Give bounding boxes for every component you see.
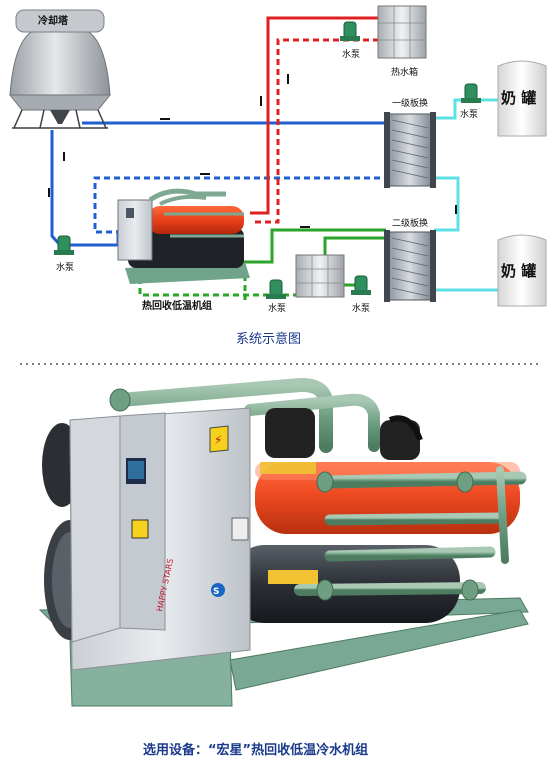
svg-text:⚡: ⚡: [214, 433, 222, 447]
milk-tank-label-2: 奶 罐: [501, 262, 536, 280]
pump-label-1: 水泵: [56, 261, 74, 273]
cooling-tower: [8, 9, 112, 129]
hot-water-pipes: [250, 16, 378, 224]
pump-icon: [351, 275, 371, 295]
hot-water-tank: [377, 5, 427, 59]
pump-label-3: 水泵: [460, 108, 478, 120]
caption-brand: “宏星”: [208, 742, 251, 758]
milk-tank-label-1: 奶 罐: [501, 89, 536, 107]
chiller-unit-small: [117, 188, 250, 284]
diagram-caption: 系统示意图: [236, 331, 301, 347]
svg-text:选用设备：“宏星”热回收低温冷水机组: 选用设备：“宏星”热回收低温冷水机组: [143, 742, 368, 758]
pump-icon: [54, 235, 74, 255]
milk-tank-2: [497, 234, 547, 307]
pump-label-2: 水泵: [342, 48, 360, 60]
cooling-tower-label: 冷却塔: [38, 14, 69, 27]
pump-icon: [340, 21, 360, 41]
plate-hx-1-label: 一级板换: [392, 97, 428, 109]
svg-text:S: S: [213, 587, 219, 597]
chiller-unit-label: 热回收低温机组: [142, 299, 212, 312]
buffer-water-tank: [295, 254, 345, 298]
pump-label-5: 水泵: [352, 302, 370, 314]
plate-hx-2-label: 二级板换: [392, 217, 428, 229]
product-photo: ⚡ S HAPPY STARS: [38, 377, 529, 707]
plate-heat-exchanger-1: [384, 112, 436, 188]
pump-icon: [461, 83, 481, 103]
plate-heat-exchanger-2: [384, 230, 436, 302]
pump-icon: [266, 279, 286, 299]
pump-label-4: 水泵: [268, 302, 286, 314]
caption-product: 热回收低温冷水机组: [251, 742, 368, 758]
milk-loop-pipes: [434, 98, 500, 292]
milk-tank-1: [497, 60, 547, 137]
flow-arrows: [48, 74, 457, 228]
caption-prefix: 选用设备：: [143, 742, 208, 758]
hot-water-tank-label: 热水箱: [391, 66, 418, 78]
